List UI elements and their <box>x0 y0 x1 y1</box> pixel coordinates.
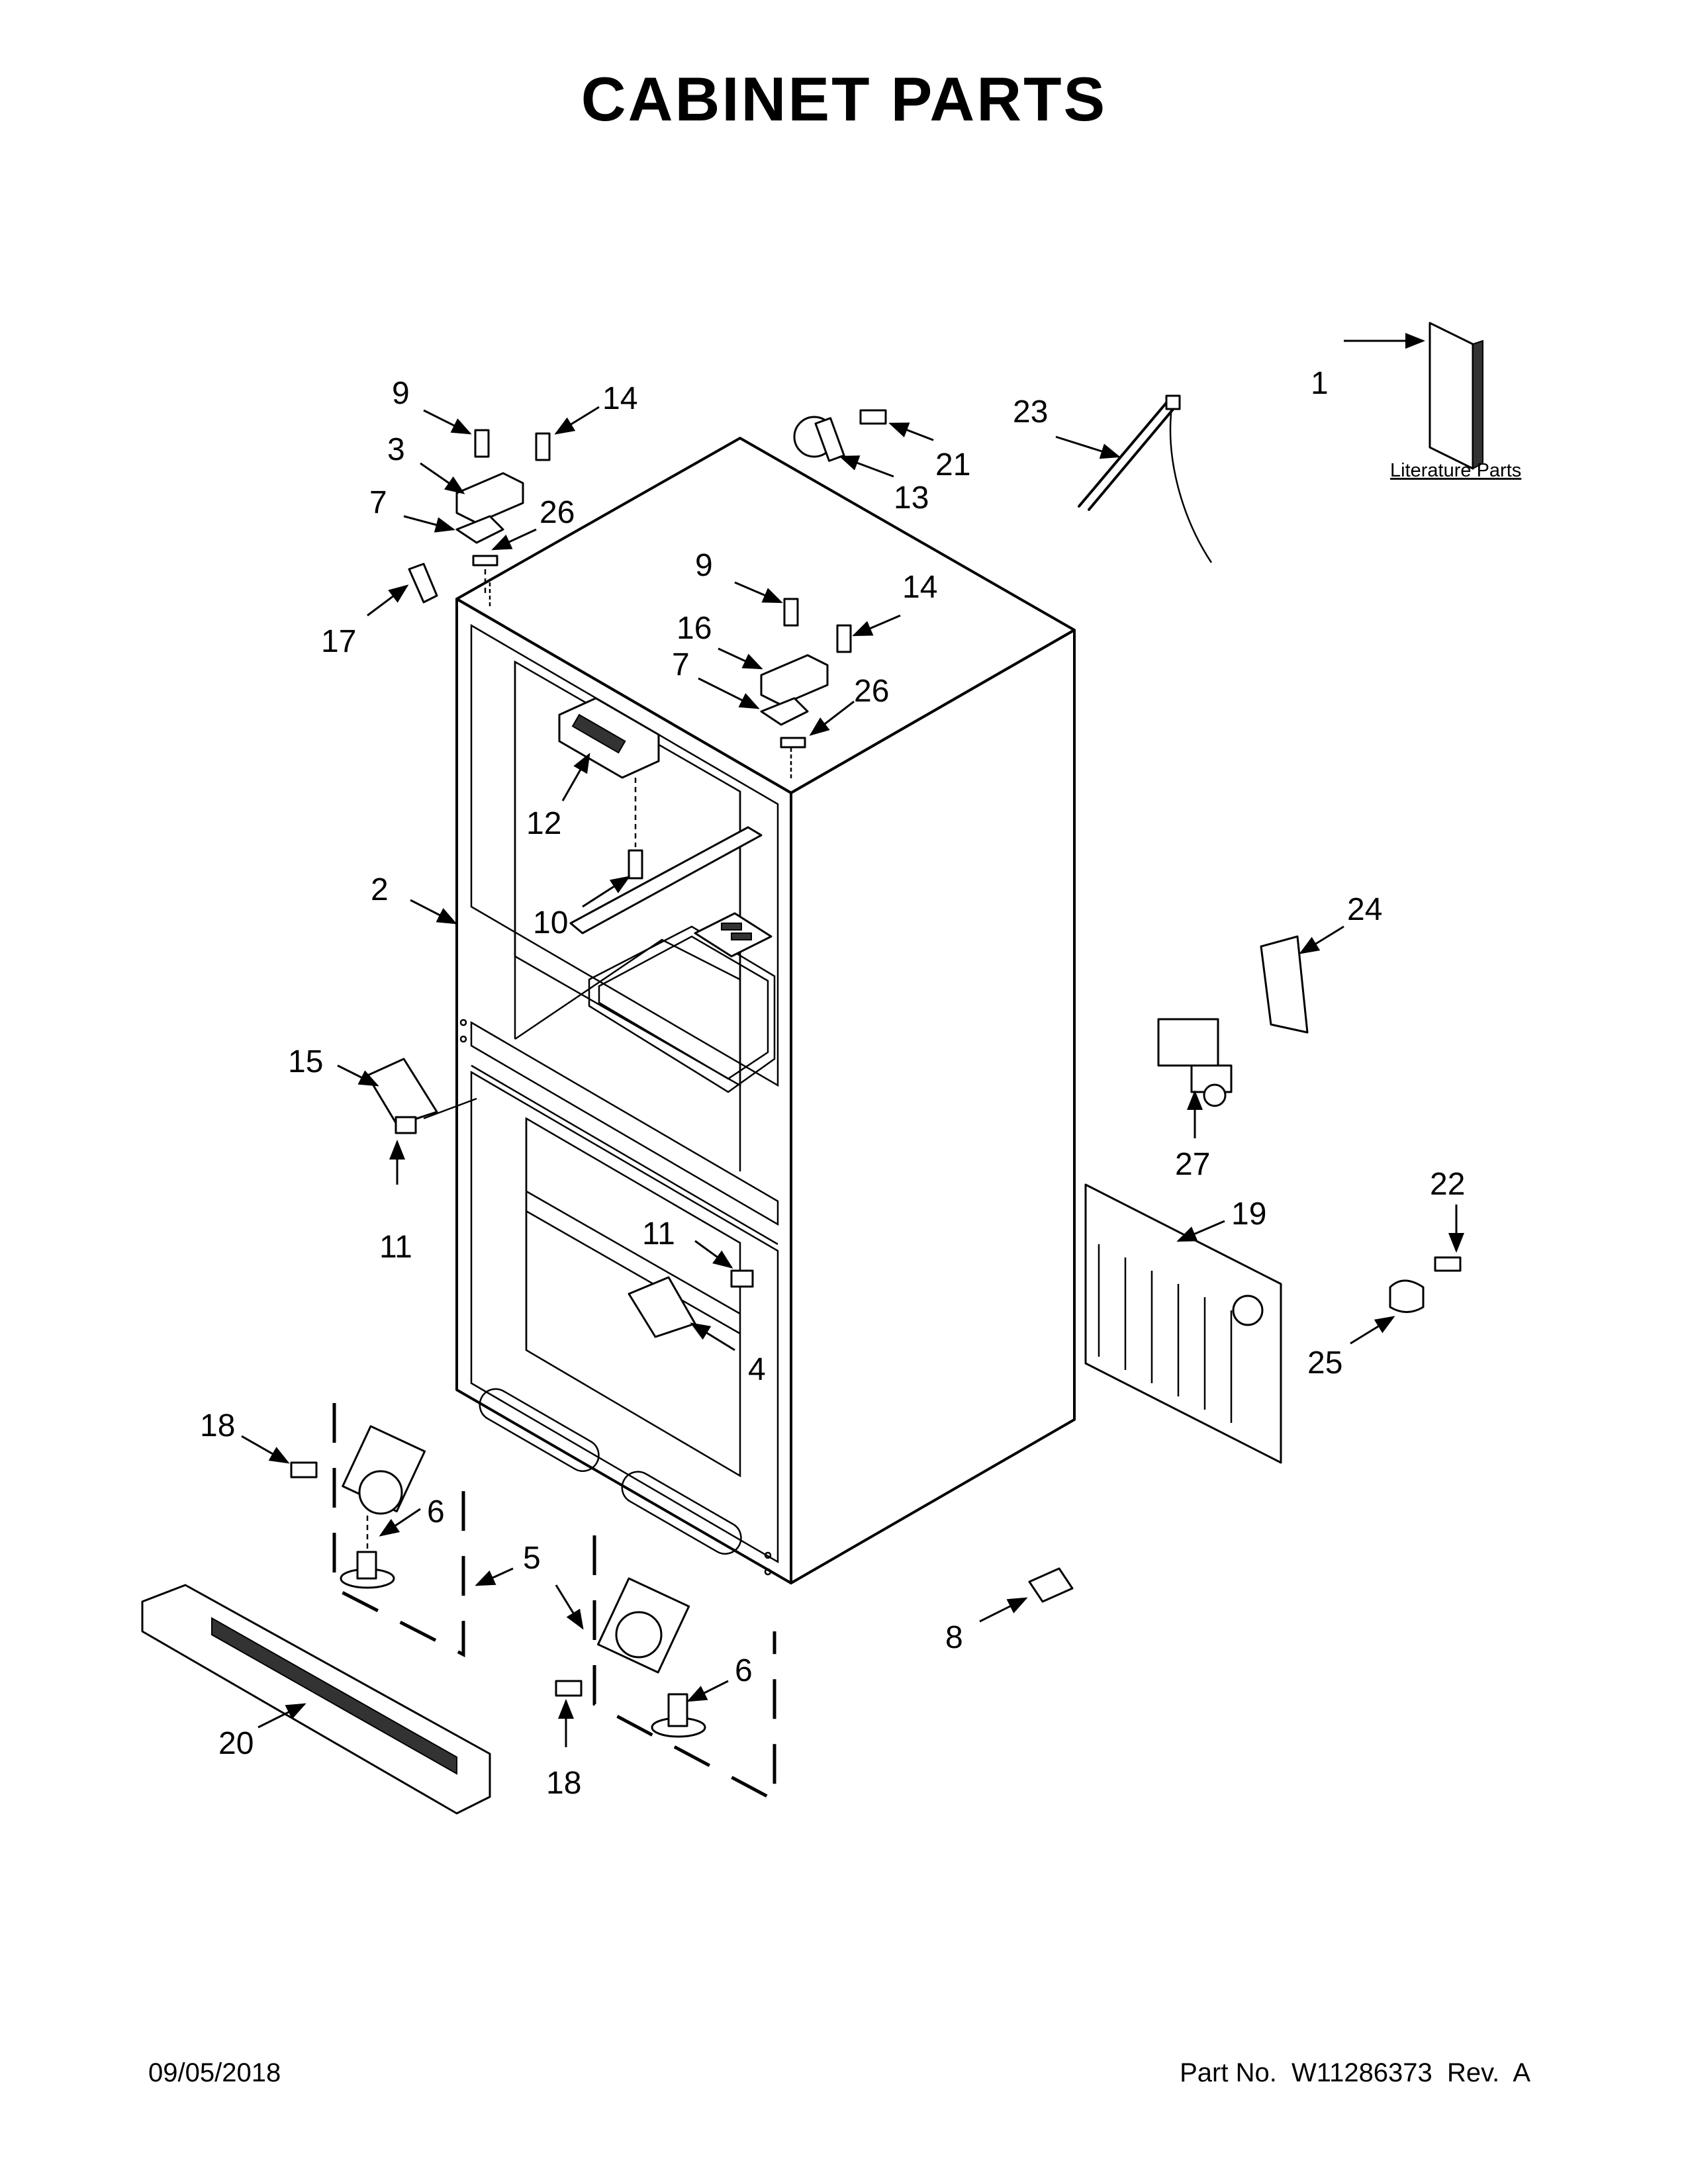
roller-right <box>555 1577 706 1738</box>
roller-left <box>290 1425 426 1589</box>
callout-8: 8 <box>945 1620 963 1655</box>
tube-clamp-part <box>1389 1256 1462 1313</box>
trim-clip-part <box>408 563 438 604</box>
callout-13: 13 <box>894 480 929 516</box>
literature-booklet <box>1429 322 1483 470</box>
callout-9-left: 9 <box>392 376 410 411</box>
callout-5: 5 <box>523 1541 541 1576</box>
callout-labels: 1 Literature Parts 23 21 13 9 14 3 7 26 … <box>200 366 1521 1801</box>
callout-6-left: 6 <box>427 1494 445 1529</box>
callout-24: 24 <box>1347 892 1382 927</box>
callout-3: 3 <box>387 432 405 467</box>
callout-21: 21 <box>935 447 970 482</box>
callout-15: 15 <box>288 1044 323 1079</box>
callout-23: 23 <box>1013 394 1048 430</box>
callout-2: 2 <box>371 872 389 907</box>
callout-12: 12 <box>526 806 561 841</box>
callout-18-left: 18 <box>200 1408 235 1443</box>
stop-bracket-part <box>366 1058 438 1126</box>
lower-bracket-part <box>628 1276 696 1338</box>
callout-18-right: 18 <box>546 1766 581 1801</box>
footer-part-number: Part No. W11286373 Rev. A <box>1180 2058 1530 2087</box>
water-tube-part <box>1078 394 1213 563</box>
roller-right-box <box>592 1535 776 1803</box>
toe-grille-part <box>141 1584 491 1815</box>
callout-7-left: 7 <box>369 485 387 520</box>
shelf-rail-part <box>569 826 763 934</box>
callout-22: 22 <box>1430 1167 1465 1202</box>
callout-14-right: 14 <box>902 570 937 605</box>
screw-11-right <box>730 1269 754 1288</box>
literature-parts-label: Literature Parts <box>1390 460 1521 481</box>
callout-11-left: 11 <box>379 1230 412 1265</box>
callout-14-left: 14 <box>602 381 637 416</box>
air-vent-part <box>694 912 773 958</box>
callout-pointers <box>241 333 1464 1747</box>
callout-26-right: 26 <box>854 674 889 709</box>
callout-1: 1 <box>1311 366 1329 401</box>
callout-11-right: 11 <box>642 1216 675 1251</box>
page-title: CABINET PARTS <box>581 64 1107 134</box>
water-valve-part <box>1157 1018 1233 1107</box>
clip-8-part <box>1028 1567 1074 1603</box>
roller-left-box <box>332 1403 465 1658</box>
callout-20: 20 <box>218 1726 254 1761</box>
callout-4: 4 <box>748 1352 766 1387</box>
footer-date: 09/05/2018 <box>148 2058 281 2087</box>
callout-25: 25 <box>1307 1345 1342 1381</box>
rear-grille-part <box>1084 1183 1282 1464</box>
refrigerator-cabinet <box>455 437 1076 1584</box>
callout-6-right: 6 <box>735 1653 753 1688</box>
callout-17: 17 <box>321 624 356 659</box>
callout-16: 16 <box>677 611 712 646</box>
callout-9-right: 9 <box>695 548 713 583</box>
callout-27: 27 <box>1175 1147 1210 1182</box>
left-hinge-assembly <box>455 429 551 596</box>
screw-11-left <box>395 1116 417 1134</box>
callout-7-right: 7 <box>672 647 690 682</box>
callout-19: 19 <box>1231 1197 1266 1232</box>
upper-hinge-part <box>793 409 887 462</box>
right-hinge-assembly <box>760 598 852 749</box>
cover-panel-part <box>1260 935 1309 1034</box>
control-housing-part <box>558 697 660 880</box>
callout-26-left: 26 <box>539 495 575 530</box>
callout-10: 10 <box>533 905 568 940</box>
